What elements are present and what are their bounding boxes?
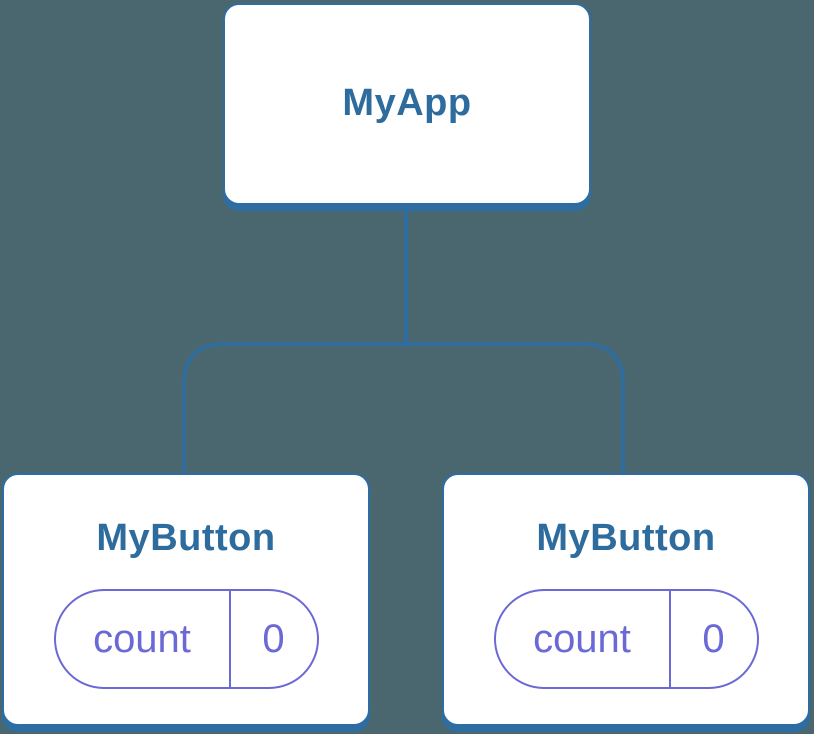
state-pill-right: count 0 bbox=[493, 588, 759, 689]
connector-branch-bracket bbox=[182, 342, 625, 474]
component-node-myapp: MyApp bbox=[223, 3, 591, 205]
component-node-mybutton-left: MyButton count 0 bbox=[2, 473, 370, 726]
state-value-cell: 0 bbox=[231, 591, 317, 687]
node-label-myapp: MyApp bbox=[342, 82, 472, 125]
state-value: 0 bbox=[702, 616, 725, 661]
component-node-mybutton-right: MyButton count 0 bbox=[442, 473, 810, 726]
state-key-cell: count bbox=[496, 590, 671, 687]
state-key-label: count bbox=[533, 616, 631, 661]
node-label-mybutton-right: MyButton bbox=[536, 517, 716, 559]
state-key-cell: count bbox=[56, 590, 231, 687]
node-label-mybutton-left: MyButton bbox=[96, 517, 276, 559]
state-value-cell: 0 bbox=[671, 591, 757, 687]
state-key-label: count bbox=[93, 616, 191, 661]
state-value: 0 bbox=[262, 616, 285, 661]
state-pill-left: count 0 bbox=[53, 588, 319, 689]
